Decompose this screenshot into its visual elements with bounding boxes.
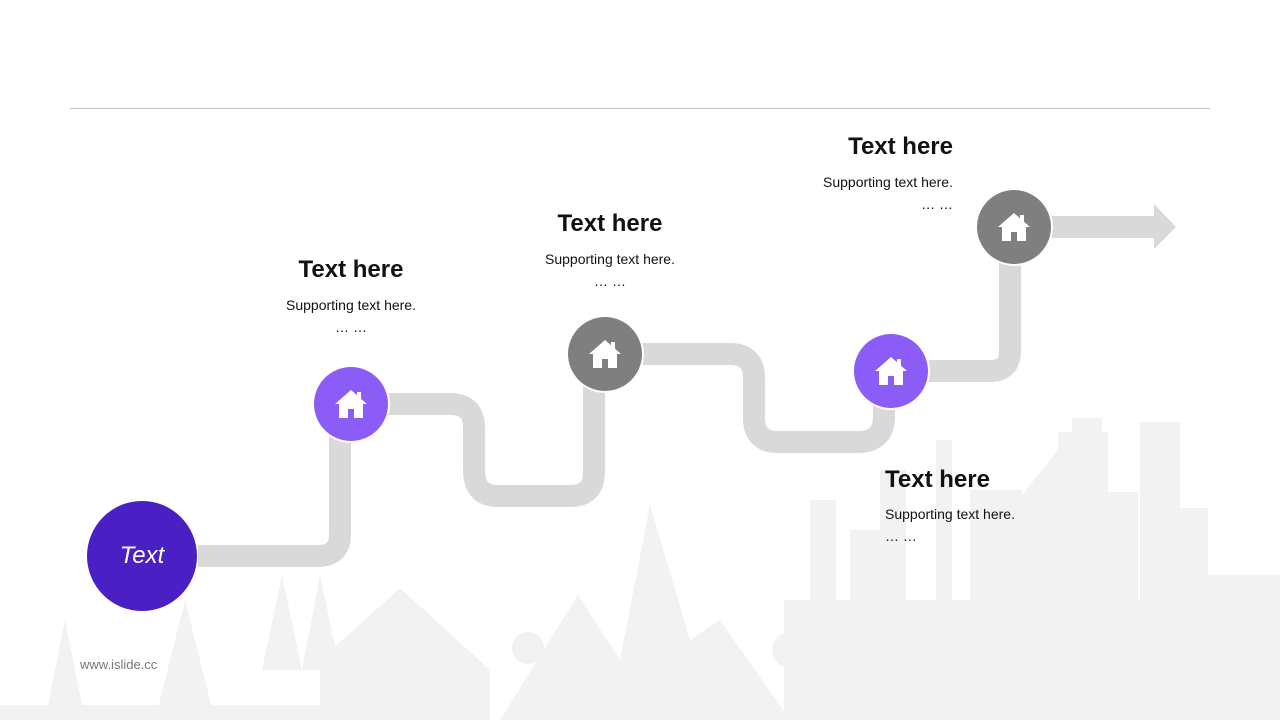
step-1-title: Text here [298,256,404,283]
step-node-3 [852,332,930,410]
step-node-4 [975,188,1053,266]
step-1-text: Supporting text here. [286,297,416,313]
step-4-more: … … [921,196,953,212]
step-4-text: Supporting text here. [823,174,953,190]
step-1-more: … … [335,319,367,335]
step-node-1 [312,365,390,443]
step-3-more: … … [885,528,917,544]
step-2-text: Supporting text here. [545,251,675,267]
footer-url: www.islide.cc [80,657,158,672]
step-4-title: Text here [848,133,953,160]
step-node-2 [566,315,644,393]
step-2-title: Text here [557,210,663,237]
step-2-more: … … [594,273,626,289]
skyline-background [0,418,1280,720]
arrow-head [1050,204,1176,249]
step-3-title: Text here [885,466,990,493]
step-3-text: Supporting text here. [885,506,1015,522]
start-label: Text [119,542,165,569]
start-circle [87,501,197,611]
